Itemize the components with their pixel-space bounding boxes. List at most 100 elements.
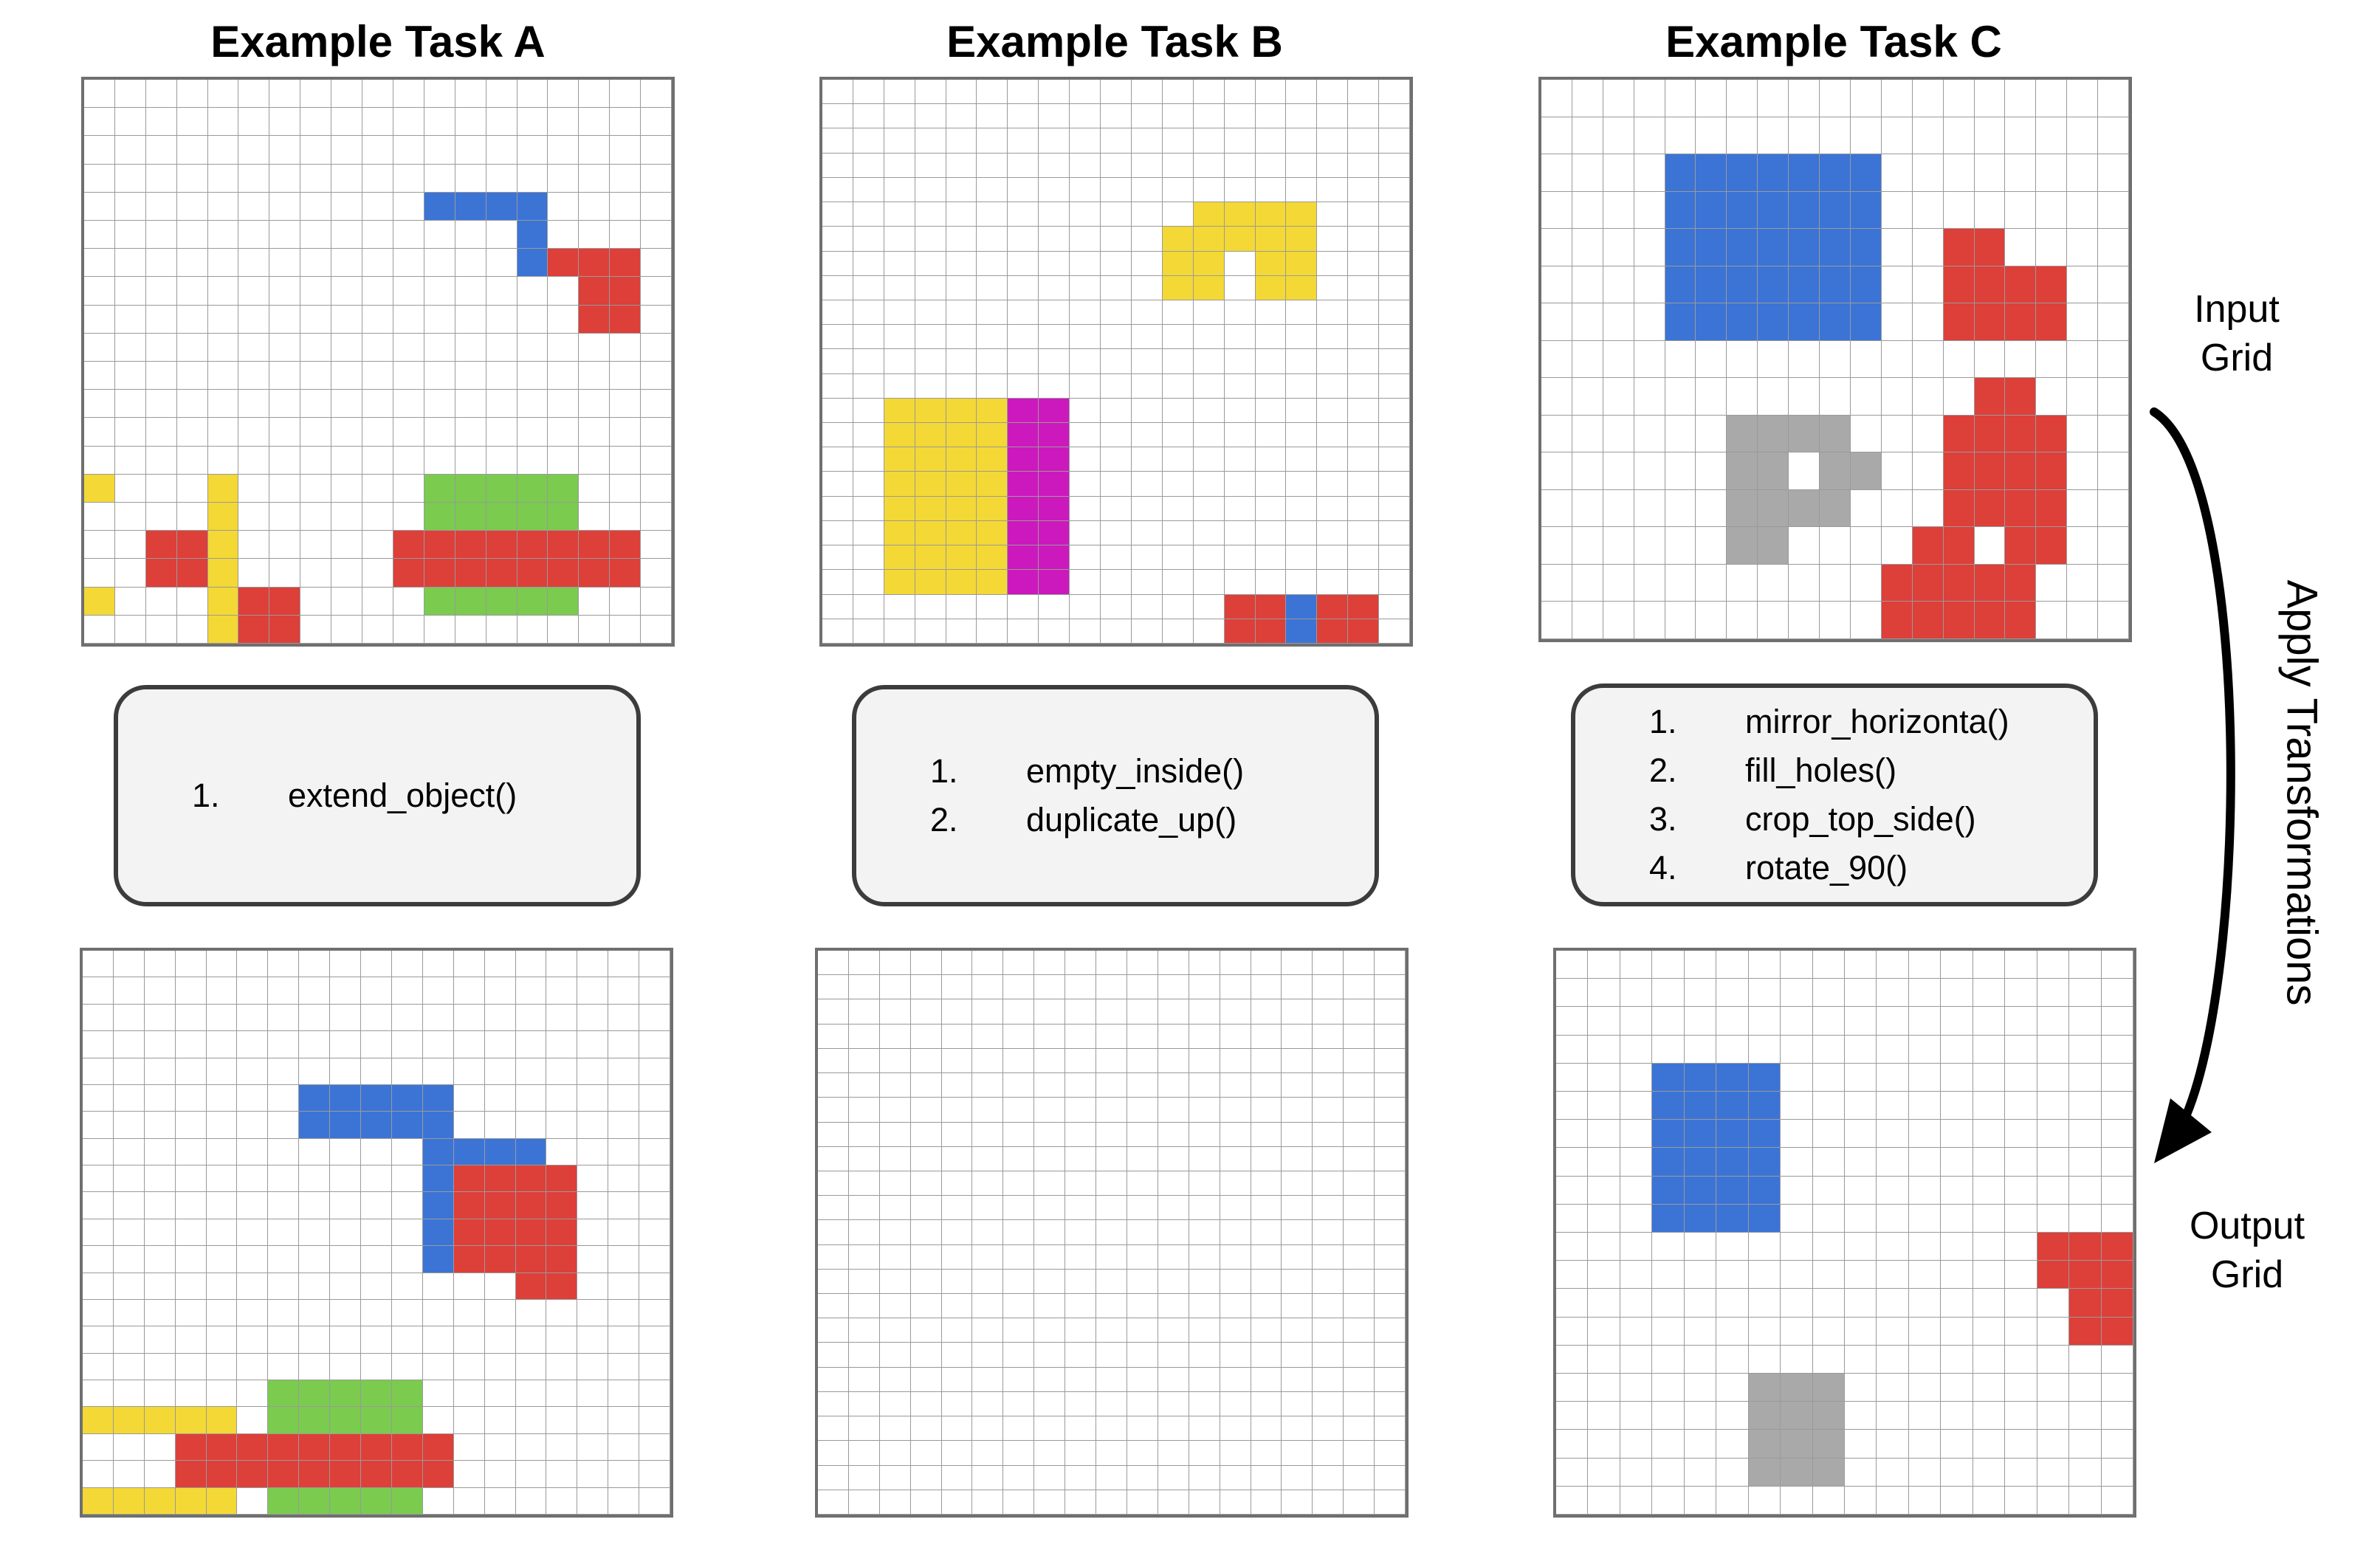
grid-cell <box>393 164 424 193</box>
grid-cell <box>946 177 977 203</box>
grid-cell <box>1844 1176 1877 1205</box>
grid-cell <box>1070 594 1101 619</box>
grid-cell <box>910 1098 942 1123</box>
grid-cell <box>1127 999 1158 1025</box>
grid-cell <box>2067 303 2099 341</box>
grid-cell <box>207 531 239 559</box>
grid-cell <box>1282 1318 1313 1343</box>
grid-cell <box>1652 1430 1685 1459</box>
grid-cell <box>1034 1073 1066 1098</box>
grid-cell <box>2037 1317 2070 1346</box>
grid-cell <box>1556 1176 1589 1205</box>
grid-cell <box>639 1380 670 1408</box>
grid-cell <box>1379 423 1410 448</box>
grid-cell <box>548 390 579 419</box>
grid-cell <box>1820 378 1851 416</box>
grid-cell <box>484 1192 516 1219</box>
grid-cell <box>1974 452 2006 490</box>
grid-cell <box>484 1112 516 1139</box>
grid-cell <box>144 1407 176 1434</box>
grid-cell <box>517 362 548 390</box>
grid-cell <box>299 1165 331 1193</box>
grid-cell <box>972 1391 1004 1417</box>
grid-cell <box>1189 1048 1220 1074</box>
grid-cell <box>238 390 270 419</box>
grid-cell <box>641 503 672 531</box>
grid-cell <box>879 1024 911 1049</box>
grid-cell <box>910 1343 942 1368</box>
grid-cell <box>1096 1073 1127 1098</box>
grid-cell <box>237 1058 269 1085</box>
grid-cell <box>422 951 454 978</box>
grid-cell <box>1789 415 1820 453</box>
grid-cell <box>1070 104 1101 129</box>
grid-cell <box>422 1219 454 1247</box>
grid-cell <box>641 305 672 334</box>
grid-cell <box>1224 423 1256 448</box>
grid-cell <box>1101 398 1132 424</box>
grid-cell <box>879 1416 911 1442</box>
grid-cell <box>391 1112 423 1139</box>
grid-cell <box>299 1058 331 1085</box>
grid-cell <box>946 128 977 154</box>
grid-cell <box>1003 951 1035 976</box>
grid-cell <box>83 1192 114 1219</box>
grid-cell <box>608 977 640 1005</box>
grid-cell <box>2036 303 2068 341</box>
grid-cell <box>879 1073 911 1098</box>
grid-cell <box>1758 340 1789 379</box>
grid-cell <box>879 1122 911 1147</box>
grid-cell <box>848 999 880 1025</box>
grid-cell <box>206 1487 238 1515</box>
grid-cell <box>2037 1345 2070 1374</box>
grid-cell <box>83 1407 114 1434</box>
grid-cell <box>1588 1402 1620 1430</box>
grid-cell <box>1065 1465 1097 1490</box>
grid-cell <box>1220 1073 1251 1098</box>
grid-cell <box>1812 1261 1845 1289</box>
grid-cell <box>1034 1196 1066 1221</box>
grid-cell <box>1620 1035 1653 1064</box>
grid-cell <box>1620 1430 1653 1459</box>
grid-cell <box>1224 373 1256 399</box>
grid-cell <box>1220 1196 1251 1221</box>
grid-cell <box>1065 1391 1097 1417</box>
grid-cell <box>238 615 270 644</box>
grid-cell <box>941 1122 973 1147</box>
grid-cell <box>1348 373 1380 399</box>
grid-cell <box>1881 117 1913 155</box>
grid-cell <box>972 1465 1004 1490</box>
grid-cell <box>1748 1176 1781 1205</box>
grid-cell <box>362 418 393 447</box>
grid-cell <box>1912 229 1944 266</box>
grid-cell <box>941 1269 973 1295</box>
grid-cell <box>1008 545 1039 571</box>
grid-cell <box>1812 1402 1845 1430</box>
grid-cell <box>941 1244 973 1270</box>
grid-cell <box>1634 564 1665 602</box>
grid-cell <box>1070 325 1101 350</box>
grid-cell <box>330 951 362 978</box>
grid-cell <box>1572 340 1603 379</box>
grid-cell <box>144 1380 176 1408</box>
grid-cell <box>1189 1416 1220 1442</box>
grid-cell <box>1652 1148 1685 1177</box>
grid-cell <box>1039 472 1070 497</box>
grid-cell <box>884 202 915 227</box>
grid-cell <box>546 951 578 978</box>
grid-cell <box>1652 1035 1685 1064</box>
grid-cell <box>941 1441 973 1466</box>
grid-cell <box>915 570 946 595</box>
grid-cell <box>1008 275 1039 300</box>
grid-cell <box>1162 227 1194 252</box>
grid-cell <box>1348 619 1380 644</box>
grid-cell <box>237 1407 269 1434</box>
grid-cell <box>422 1353 454 1381</box>
grid-cell <box>1131 325 1163 350</box>
grid-cell <box>1070 128 1101 154</box>
grid-cell <box>1193 227 1225 252</box>
grid-cell <box>1684 1035 1717 1064</box>
grid-cell <box>579 559 611 588</box>
grid-cell <box>1065 1244 1097 1270</box>
grid-cell <box>145 333 177 362</box>
